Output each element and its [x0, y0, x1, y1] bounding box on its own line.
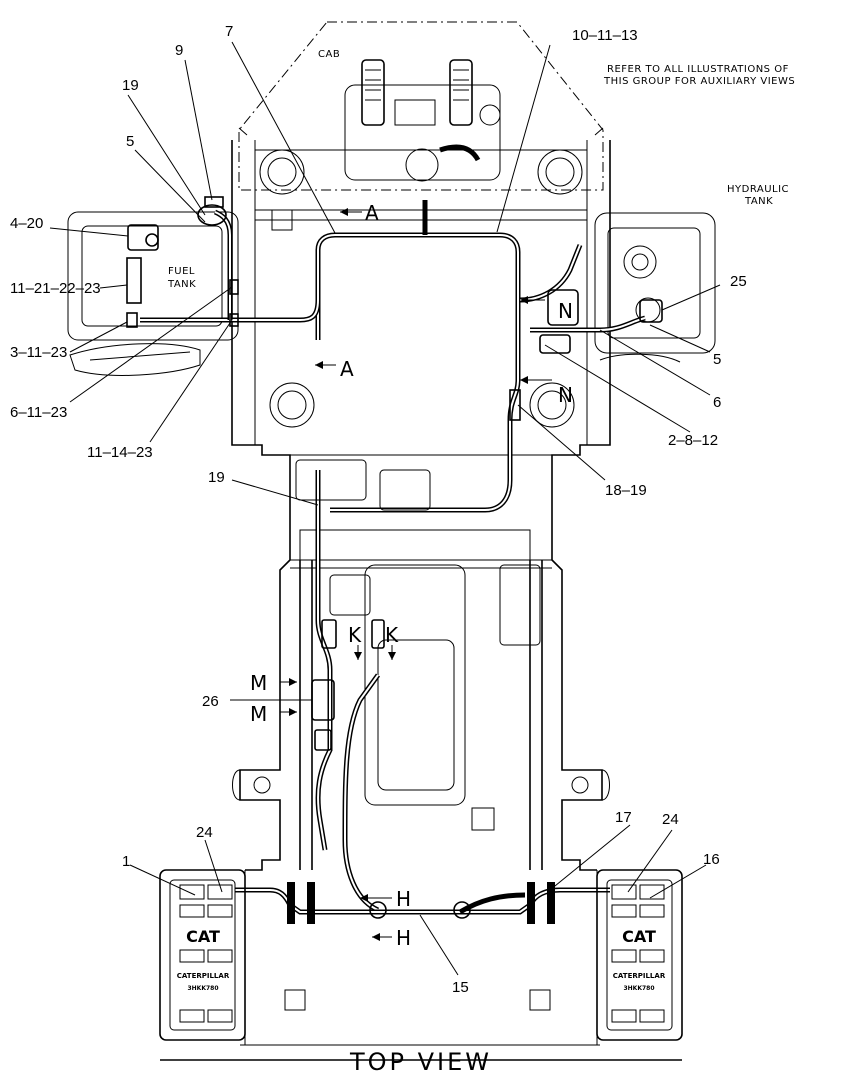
marker-n-bottom: N [558, 383, 573, 407]
components [126, 196, 663, 751]
machine-frame [160, 140, 682, 1061]
battery-right: CAT CATERPILLAR 3HKK780 [596, 869, 683, 1041]
battery-left-brand: CAT [186, 927, 220, 946]
callout-7: 7 [225, 23, 233, 40]
marker-h-bottom: H [396, 926, 411, 950]
note-line-2: THIS GROUP FOR AUXILIARY VIEWS [603, 76, 795, 87]
view-title: TOP VIEW [349, 1048, 492, 1076]
cab-label: CAB [318, 49, 340, 60]
callout-labels: 7 9 10–11–13 19 5 4–20 11–21–22–23 3–11–… [10, 23, 747, 996]
cab-outline [238, 21, 604, 191]
fuel-tank-label-2: TANK [167, 279, 196, 290]
callout-11-21-22-23: 11–21–22–23 [10, 280, 101, 297]
callout-25: 25 [730, 273, 747, 290]
battery-left-model: 3HKK780 [187, 985, 218, 992]
battery-left: CAT CATERPILLAR 3HKK780 [159, 869, 246, 1041]
callout-24-right: 24 [662, 811, 679, 828]
callout-5-left: 5 [126, 133, 134, 150]
callout-4-20: 4–20 [10, 215, 43, 232]
callout-2-8-12: 2–8–12 [668, 432, 718, 449]
marker-a-top: A [365, 201, 379, 225]
battery-right-model: 3HKK780 [623, 985, 654, 992]
callout-9: 9 [175, 42, 183, 59]
callout-19-top: 19 [122, 77, 139, 94]
marker-a-bottom: A [340, 357, 354, 381]
battery-right-name: CATERPILLAR [613, 972, 666, 980]
callout-5-right: 5 [713, 351, 721, 368]
fuel-tank-label-1: FUEL [168, 266, 195, 277]
marker-k-right: K [385, 623, 399, 647]
callout-16: 16 [703, 851, 720, 868]
main-wiring-harness [140, 200, 646, 924]
callout-1: 1 [122, 853, 130, 870]
callout-leaders [49, 41, 721, 976]
callout-15: 15 [452, 979, 469, 996]
callout-18-19: 18–19 [605, 482, 647, 499]
marker-m-top: M [250, 671, 267, 695]
callout-17: 17 [615, 809, 632, 826]
callout-11-14-23: 11–14–23 [87, 444, 153, 461]
callout-24-left: 24 [196, 824, 213, 841]
area-labels: CAB FUEL TANK HYDRAULIC TANK REFER TO AL… [167, 49, 795, 290]
callout-19-mid: 19 [208, 469, 225, 486]
fuel-tank [67, 211, 239, 376]
battery-right-brand: CAT [622, 927, 656, 946]
callout-3-11-23: 3–11–23 [10, 344, 67, 361]
marker-h-top: H [396, 887, 411, 911]
section-arrows [280, 208, 552, 941]
callout-10-11-13: 10–11–13 [572, 27, 638, 44]
hydraulic-tank-label-1: HYDRAULIC [727, 184, 789, 195]
callout-6-right: 6 [713, 394, 721, 411]
marker-k-left: K [348, 623, 362, 647]
operator-controls [344, 59, 501, 181]
callout-6-11-23: 6–11–23 [10, 404, 67, 421]
hydraulic-tank [594, 212, 716, 363]
section-markers: A A N N K K M M H H [250, 201, 573, 950]
battery-left-name: CATERPILLAR [177, 972, 230, 980]
marker-m-bottom: M [250, 702, 267, 726]
marker-n-top: N [558, 299, 573, 323]
hydraulic-tank-label-2: TANK [744, 196, 773, 207]
note-line-1: REFER TO ALL ILLUSTRATIONS OF [607, 64, 789, 75]
callout-26: 26 [202, 693, 219, 710]
